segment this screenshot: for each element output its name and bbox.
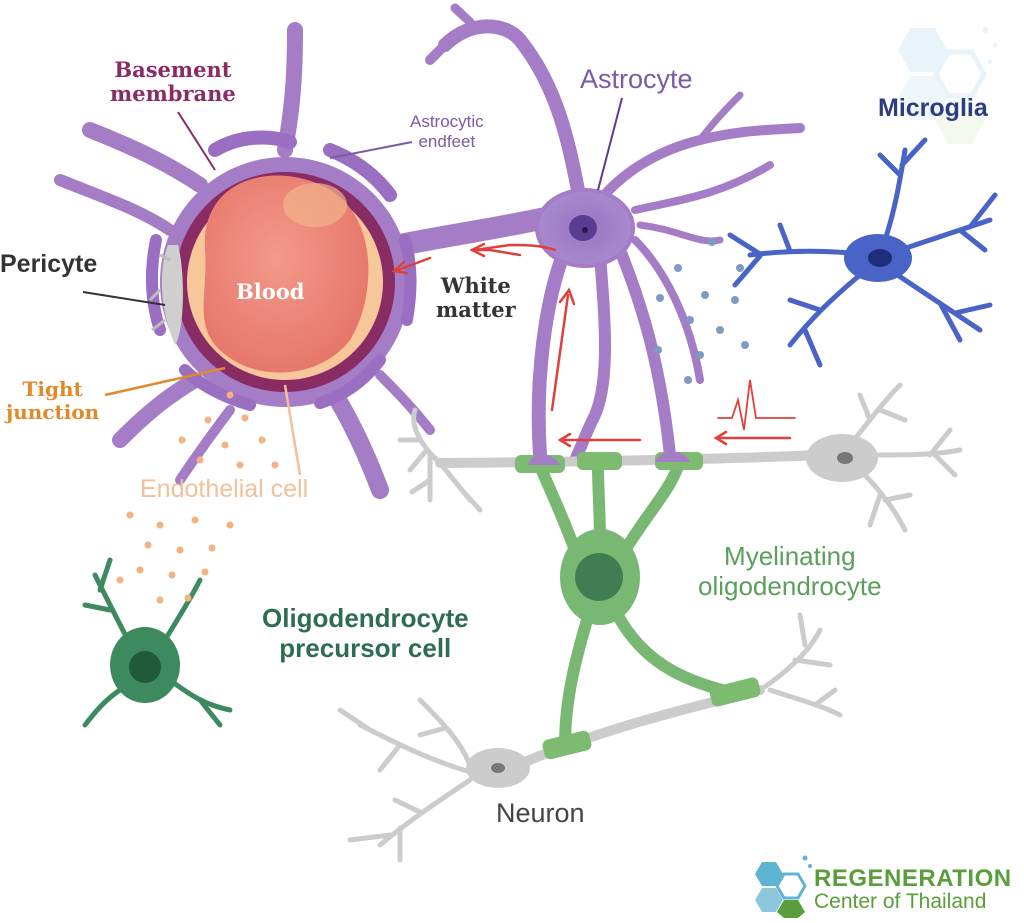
endothelial-leader [283, 384, 302, 476]
microglia-cell [727, 137, 998, 368]
neuron-upper-body [806, 434, 878, 482]
arrow-astro-to-vessel [473, 243, 557, 252]
label-pericyte: Pericyte [0, 250, 98, 278]
leader-lines [82, 97, 623, 476]
label-tight-junction: Tight junction [6, 377, 100, 424]
pericyte-leader [82, 291, 166, 306]
blood-vessel [145, 130, 417, 411]
label-astrocytic-endfeet: Astrocytic endfeet [410, 112, 484, 151]
endfeet-leader [329, 141, 413, 159]
tight-junction-leader [104, 366, 226, 397]
axon-upper [397, 382, 963, 533]
endothelial-particles [116, 391, 279, 604]
label-neuron: Neuron [496, 798, 585, 828]
label-blood: Blood [236, 279, 305, 304]
astrocyte-leader [597, 97, 623, 191]
microglia-particles [654, 238, 749, 384]
basement-membrane-leader [177, 111, 216, 171]
signal-arrows [391, 242, 796, 448]
neuron-lower-body [466, 748, 530, 788]
arrow-up-segment [550, 293, 570, 412]
label-white-matter: White matter [436, 273, 516, 323]
myelinating-oligodendrocyte [515, 452, 761, 760]
brand-name: REGENERATION [814, 865, 1012, 892]
astrocyte-processes [54, 22, 571, 499]
label-myelinating-oligodendrocyte: Myelinating oligodendrocyte [698, 541, 882, 601]
hexagon-watermark [898, 27, 998, 144]
brand-logo-icon [755, 855, 812, 918]
label-basement-membrane: Basement membrane [110, 57, 236, 107]
opc-cell [82, 557, 233, 728]
label-endothelial-cell: Endothelial cell [140, 475, 309, 503]
label-astrocyte: Astrocyte [580, 64, 693, 94]
astrocyte-endfeet-on-axon [528, 451, 690, 465]
arrow-into-vessel [396, 256, 432, 272]
label-opc: Oligodendrocyte precursor cell [262, 603, 469, 663]
ecg-trace [717, 379, 796, 431]
brand-subtitle: Center of Thailand [814, 890, 987, 913]
label-microglia: Microglia [878, 94, 988, 122]
